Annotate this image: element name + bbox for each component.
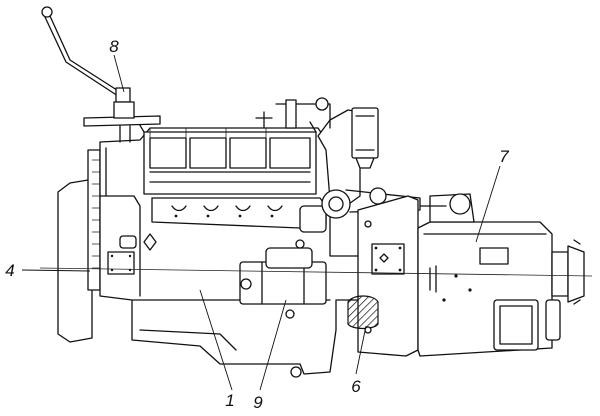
callout-4: 4 (5, 261, 14, 280)
callout-9: 9 (253, 393, 263, 412)
cylinder-head (137, 121, 317, 195)
callout-6: 6 (351, 377, 361, 396)
leader-lines (21, 54, 501, 391)
exhaust-manifold (151, 197, 327, 233)
callout-1: 1 (225, 391, 234, 410)
clutch-housing (347, 195, 419, 357)
radiator-shroud (57, 149, 104, 343)
callout-8: 8 (109, 37, 119, 56)
crankshaft-axis-line (39, 267, 593, 277)
control-lever (41, 6, 161, 143)
gearbox (417, 193, 585, 357)
callout-7: 7 (499, 147, 509, 166)
intake-pipe (255, 97, 421, 219)
callout-labels: 8 4 1 9 6 7 (5, 37, 509, 412)
starter-motor (239, 239, 327, 305)
